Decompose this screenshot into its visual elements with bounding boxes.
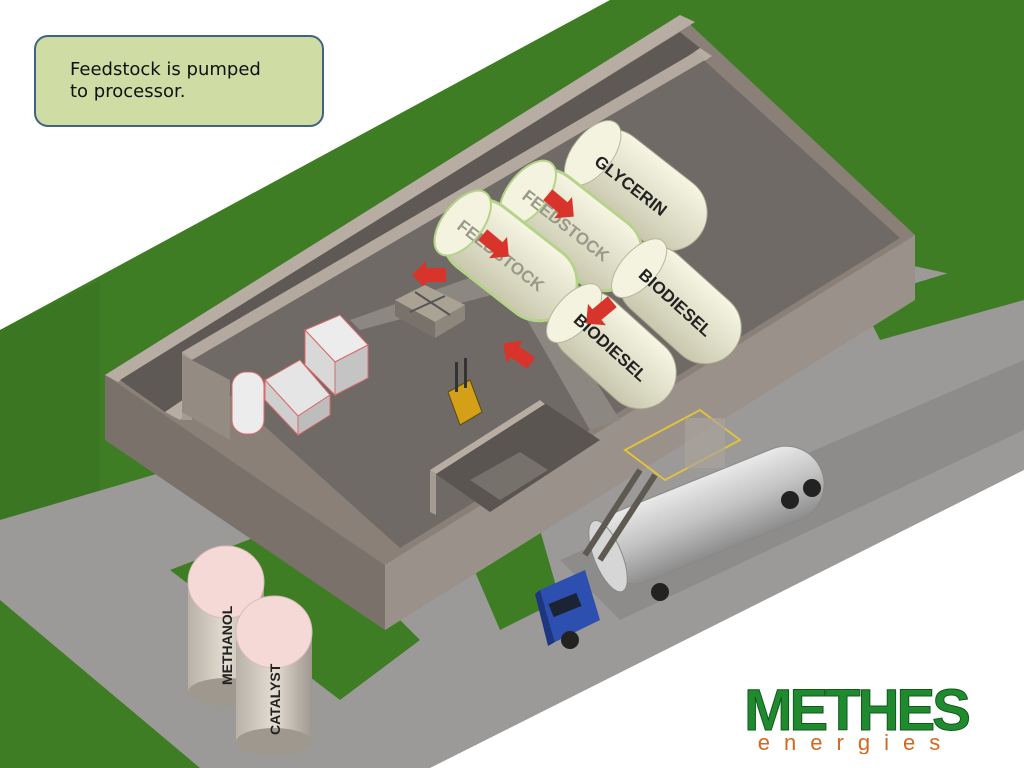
- tank-biodiesel-lower: BIODIESEL: [546, 283, 677, 410]
- flow-arrow: [543, 189, 574, 219]
- callout-line-2: to processor.: [70, 81, 186, 102]
- flow-arrow: [412, 261, 446, 289]
- tank-biodiesel-upper: BIODIESEL: [611, 238, 742, 365]
- flow-arrow: [503, 340, 536, 369]
- methanol-label: METHANOL: [219, 605, 235, 685]
- flow-arrow: [478, 229, 509, 259]
- processing-equipment: [231, 314, 369, 437]
- processor-units: [395, 285, 465, 338]
- flow-arrow: [586, 296, 617, 326]
- methes-logo: METHES energies: [744, 684, 973, 754]
- catalyst-label: CATALYST: [267, 663, 283, 735]
- callout-line-1: Feedstock is pumped: [70, 59, 261, 80]
- callout-box: Feedstock is pumped to processor.: [34, 35, 324, 127]
- tank-feedstock-upper: FEEDSTOCK: [498, 159, 644, 293]
- tank-glycerin: GLYCERIN: [564, 120, 708, 252]
- tank-feedstock-lower: FEEDSTOCK: [433, 189, 579, 323]
- svg-text:METHES: METHES: [744, 684, 969, 743]
- forklift: [447, 358, 483, 426]
- svg-text:energies: energies: [758, 730, 954, 754]
- silo-catalyst: CATALYST: [235, 595, 313, 756]
- flow-arrows: [412, 189, 617, 369]
- tanker-truck: [535, 408, 825, 649]
